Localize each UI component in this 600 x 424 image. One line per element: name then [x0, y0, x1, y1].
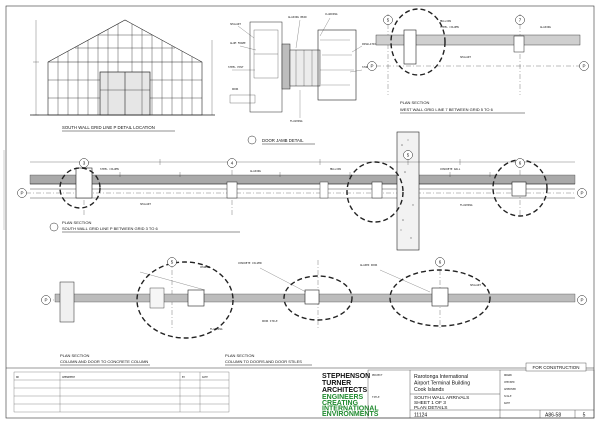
- svg-text:STEEL COLUMN: STEEL COLUMN: [100, 167, 119, 171]
- svg-text:ENVIRONMENTS: ENVIRONMENTS: [322, 411, 379, 418]
- svg-text:MULLION: MULLION: [440, 19, 451, 23]
- svg-text:FLASHING: FLASHING: [460, 203, 473, 207]
- svg-text:ENGINEERS: ENGINEERS: [322, 394, 364, 401]
- door-jamb-title: DOOR JAMB DETAIL: [262, 138, 304, 143]
- svg-text:SEALANT: SEALANT: [470, 283, 481, 287]
- svg-text:INSULATION: INSULATION: [362, 42, 378, 46]
- top-plan-notes: MULLION STEEL COLUMN SEALANT GLAZING: [440, 19, 551, 59]
- bottom-left-title-1: PLAN SECTION: [60, 353, 89, 358]
- svg-text:ALUM FRAME: ALUM FRAME: [230, 41, 246, 45]
- south-wall-elevation: [30, 19, 215, 116]
- svg-text:STEEL POST: STEEL POST: [228, 65, 244, 69]
- main-plan-notes: STEEL COLUMN GLAZING MULLION CONCRETE WALL…: [100, 167, 473, 207]
- project-title: Rarotonga International Airport Terminal…: [414, 374, 470, 393]
- svg-text:FLASHING: FLASHING: [210, 327, 223, 331]
- bottom-mid-title-1: PLAN SECTION: [225, 353, 254, 358]
- svg-text:STUD: STUD: [362, 65, 369, 69]
- job-number: 11124: [414, 413, 427, 419]
- svg-text:FLASHING: FLASHING: [290, 119, 303, 123]
- svg-text:CLADDING: CLADDING: [325, 12, 338, 16]
- svg-text:P: P: [44, 298, 47, 303]
- top-plan-title-2: WEST WALL GRID LINE 7 BETWEEN GRID 5 TO …: [400, 107, 494, 112]
- svg-text:SCALE: SCALE: [504, 394, 512, 398]
- svg-text:5: 5: [407, 153, 410, 158]
- svg-text:GLAZING: GLAZING: [540, 25, 551, 29]
- svg-text:DATE: DATE: [504, 401, 511, 405]
- svg-text:P: P: [580, 191, 583, 196]
- svg-text:TURNER: TURNER: [322, 380, 351, 387]
- title-block: [367, 362, 595, 419]
- svg-text:P: P: [582, 64, 585, 69]
- main-plan-title-2: SOUTH WALL GRID LINE P BETWEEN GRID 3 TO…: [62, 226, 159, 231]
- svg-text:Cook Islands: Cook Islands: [414, 387, 444, 393]
- svg-text:CHANNEL: CHANNEL: [200, 265, 211, 269]
- svg-text:P: P: [580, 298, 583, 303]
- svg-text:STEEL COLUMN: STEEL COLUMN: [440, 25, 459, 29]
- svg-text:Rarotonga International: Rarotonga International: [414, 374, 468, 380]
- bottom-left-title-2: COLUMN AND DOOR TO CONCRETE COLUMN: [60, 359, 148, 364]
- svg-text:DATE: DATE: [202, 376, 208, 379]
- svg-text:CONCRETE WALL: CONCRETE WALL: [440, 167, 461, 171]
- top-grid-bubbles: 5 7 P P: [367, 15, 589, 71]
- svg-text:3: 3: [83, 161, 86, 166]
- revision-table: [13, 371, 230, 413]
- revision-number: 5: [583, 413, 586, 419]
- top-plan-title-1: PLAN SECTION: [400, 100, 429, 105]
- svg-text:GLAZING BEAD: GLAZING BEAD: [288, 15, 307, 19]
- construction-stamp: FOR CONSTRUCTION: [533, 365, 580, 370]
- svg-text:NO: NO: [16, 376, 19, 379]
- revision-rows: NO AMENDMENT BY DATE: [16, 376, 208, 379]
- svg-text:PLAN DETAILS: PLAN DETAILS: [414, 405, 448, 411]
- svg-text:ARCHITECTS: ARCHITECTS: [322, 387, 367, 394]
- main-plan-title-1: PLAN SECTION: [62, 220, 91, 225]
- door-jamb-detail: [229, 17, 363, 118]
- svg-text:AMENDMENT: AMENDMENT: [62, 376, 76, 379]
- svg-text:STEPHENSON: STEPHENSON: [322, 373, 370, 380]
- bottom-mid-title-2: COLUMN TO DOORS AND DOOR STILES: [225, 359, 302, 364]
- svg-text:SOUTH WALL ARRIVALS: SOUTH WALL ARRIVALS: [414, 395, 469, 401]
- west-wall-plan: [375, 8, 581, 95]
- svg-text:CREATING: CREATING: [322, 400, 359, 407]
- svg-text:6: 6: [519, 161, 522, 166]
- svg-text:4: 4: [231, 161, 234, 166]
- svg-text:TITLE: TITLE: [372, 395, 380, 399]
- svg-text:GLAZED DOOR: GLAZED DOOR: [360, 263, 378, 267]
- svg-text:P: P: [20, 191, 23, 196]
- svg-text:SEALANT: SEALANT: [460, 55, 471, 59]
- bottom-plan-notes: CHANNEL CONCRETE COLUMN DOOR STILE GLAZED …: [200, 261, 481, 331]
- firm-logo: STEPHENSON TURNER ARCHITECTS ENGINEERS C…: [322, 373, 379, 418]
- svg-text:GLAZING: GLAZING: [250, 169, 261, 173]
- svg-text:SEALANT: SEALANT: [140, 202, 151, 206]
- svg-text:APPROVED: APPROVED: [504, 387, 517, 391]
- svg-text:MULLION: MULLION: [330, 167, 341, 171]
- svg-text:6: 6: [439, 260, 442, 265]
- svg-text:Airport Terminal Building: Airport Terminal Building: [414, 381, 470, 387]
- svg-text:CHECKED: CHECKED: [504, 380, 515, 384]
- svg-text:DOOR: DOOR: [232, 87, 239, 91]
- svg-text:DOOR STILE: DOOR STILE: [262, 319, 278, 323]
- drawing-title: SOUTH WALL ARRIVALS SHEET 1 OF 3 PLAN DE…: [414, 395, 469, 411]
- svg-text:SHEET 1 OF 3: SHEET 1 OF 3: [414, 400, 446, 406]
- main-grid-bubbles: 3 4 5 6 P P: [17, 150, 587, 198]
- svg-text:CONCRETE COLUMN: CONCRETE COLUMN: [238, 261, 262, 265]
- svg-text:P: P: [370, 64, 373, 69]
- drawing-number: A86-58: [545, 413, 561, 419]
- svg-text:DRAWN: DRAWN: [504, 373, 512, 377]
- bottom-grid-bubbles: 5 6 P P: [41, 257, 587, 305]
- svg-text:SEALANT: SEALANT: [230, 22, 241, 26]
- bottom-plans: [46, 260, 576, 339]
- main-plan-section: [26, 131, 576, 251]
- elevation-title: SOUTH WALL GRID LINE P DETAIL LOCATION: [62, 125, 155, 130]
- svg-text:PROJECT: PROJECT: [372, 373, 383, 377]
- door-jamb-notes: SEALANT ALUM FRAME STEEL POST DOOR GLAZING…: [228, 12, 378, 123]
- svg-text:5: 5: [387, 18, 390, 23]
- svg-text:BY: BY: [182, 376, 185, 379]
- svg-text:7: 7: [519, 18, 522, 23]
- svg-text:5: 5: [171, 260, 174, 265]
- svg-text:INTERNATIONAL: INTERNATIONAL: [322, 406, 379, 413]
- sheet-border: [5, 5, 595, 419]
